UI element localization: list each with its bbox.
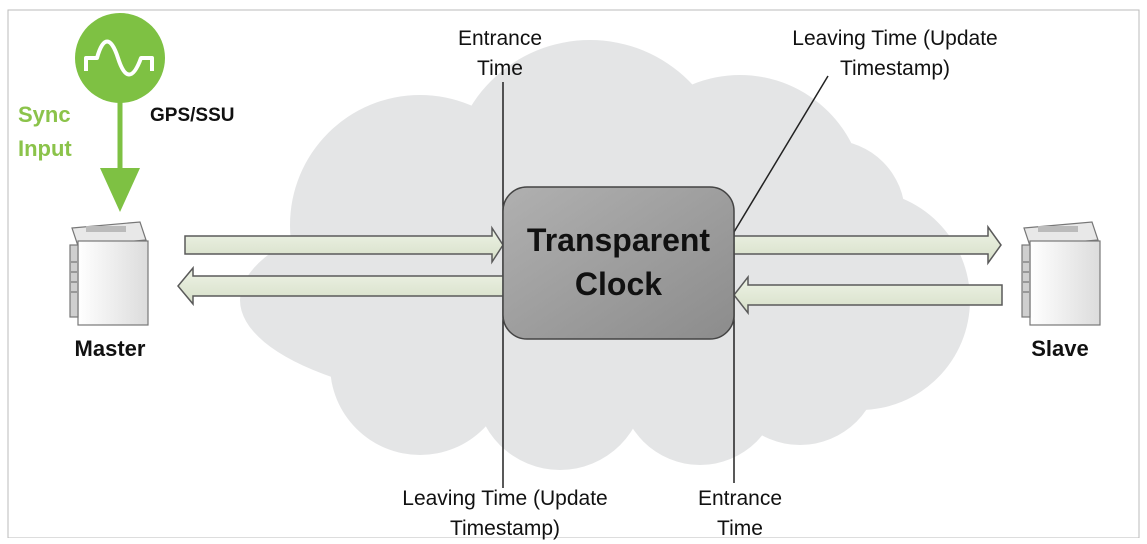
- sync-input-line2: Input: [18, 136, 72, 161]
- leaving-time-label-top: Leaving Time (Update Timestamp): [750, 24, 1040, 84]
- leaving-time-top-line1: Leaving Time (Update: [792, 27, 998, 50]
- entrance-time-label-bottom: Entrance Time: [665, 484, 815, 544]
- delay-arrow-slave-to-clock: [733, 274, 1003, 316]
- leaving-time-top-line2: Timestamp): [839, 57, 951, 80]
- sync-arrow-master-to-clock: [184, 225, 504, 265]
- leaving-time-bottom-line2: Timestamp): [449, 517, 561, 540]
- sync-input-label: Sync Input: [18, 98, 98, 166]
- sync-arrow-clock-to-slave: [733, 224, 1002, 266]
- transparent-clock-line1: Transparent: [526, 222, 711, 258]
- entrance-time-label-top: Entrance Time: [425, 24, 575, 84]
- transparent-clock-box: [502, 186, 735, 340]
- transparent-clock-label: Transparent Clock: [503, 218, 734, 306]
- slave-label: Slave: [1031, 336, 1089, 361]
- sync-arrow-head: [100, 168, 140, 212]
- entrance-time-bottom-line1: Entrance: [697, 487, 783, 510]
- leaving-time-bottom-line1: Leaving Time (Update: [402, 487, 608, 510]
- master-device-icon: [69, 221, 149, 326]
- sync-input-line1: Sync: [18, 102, 71, 127]
- leaving-time-label-bottom: Leaving Time (Update Timestamp): [360, 484, 650, 544]
- entrance-time-bottom-line2: Time: [717, 517, 763, 540]
- slave-device-icon: [1021, 221, 1101, 326]
- master-label: Master: [74, 336, 146, 361]
- delay-arrow-clock-to-master: [177, 265, 504, 307]
- transparent-clock-line2: Clock: [574, 266, 663, 302]
- entrance-time-top-line2: Time: [477, 57, 523, 80]
- gps-sync-source: [75, 13, 165, 212]
- entrance-time-top-line1: Entrance: [457, 27, 543, 50]
- leaving-time-pointer: [733, 75, 829, 233]
- gps-ssu-label: GPS/SSU: [150, 105, 235, 126]
